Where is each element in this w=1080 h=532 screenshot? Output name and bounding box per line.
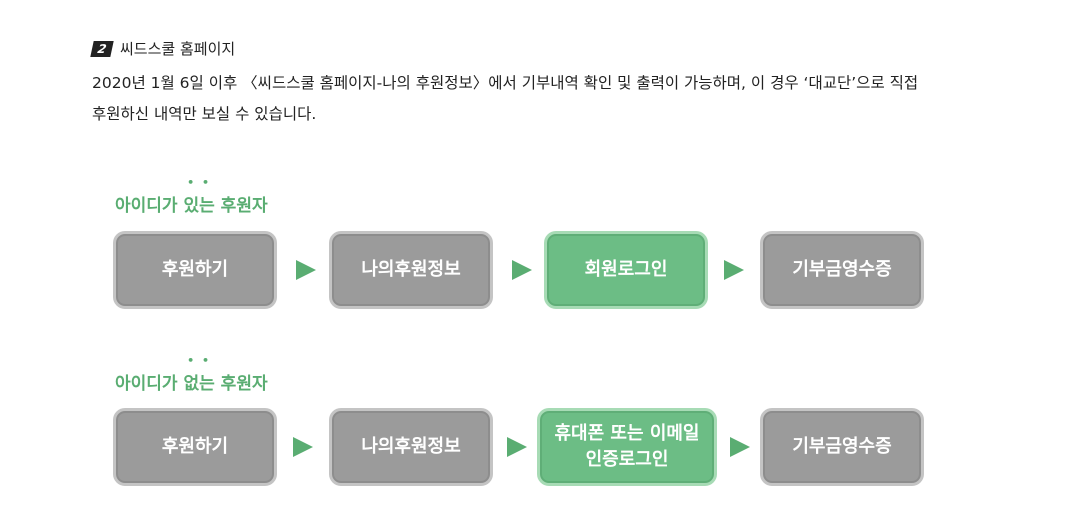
flow-2-step-donate: 후원하기 — [113, 408, 277, 486]
flow-2-arrow-1-icon — [293, 437, 313, 457]
flow-1-label-pre: 아이디가 — [115, 196, 184, 216]
description-line-2: 후원하신 내역만 보실 수 있습니다. — [92, 105, 317, 123]
section-description: 2020년 1월 6일 이후 〈씨드스쿨 홈페이지-나의 후원정보〉에서 기부내… — [92, 68, 1022, 130]
flow-1-step-donate: 후원하기 — [113, 231, 277, 309]
flow-2-label-emphasis: 없는 — [183, 369, 214, 394]
flow-1-arrow-3-icon — [724, 260, 744, 280]
flow-2-step-auth-login: 휴대폰 또는 이메일 인증로그인 — [537, 408, 717, 486]
flow-1-step-4-label: 기부금영수증 — [792, 259, 892, 280]
flow-1-step-2-label: 나의후원정보 — [361, 259, 461, 280]
flow-2-label: 아이디가 없는 후원자 — [115, 369, 268, 394]
flow-2-step-2-label: 나의후원정보 — [361, 436, 461, 457]
flow-1-step-my-info: 나의후원정보 — [329, 231, 493, 309]
flow-1-step-1-label: 후원하기 — [161, 259, 229, 280]
flow-1-step-member-login: 회원로그인 — [544, 231, 708, 309]
flow-1-label: 아이디가 있는 후원자 — [115, 191, 268, 216]
flow-2-step-1-label: 후원하기 — [161, 436, 229, 457]
flow-2-step-receipt: 기부금영수증 — [760, 408, 924, 486]
flow-1-arrow-2-icon — [512, 260, 532, 280]
flow-1-step-receipt: 기부금영수증 — [760, 231, 924, 309]
flow-2-step-my-info: 나의후원정보 — [329, 408, 493, 486]
flow-2-step-4-label: 기부금영수증 — [792, 436, 892, 457]
flow-2-arrow-3-icon — [730, 437, 750, 457]
section-heading: 2 씨드스쿨 홈페이지 — [90, 38, 236, 59]
flow-1-arrow-1-icon — [296, 260, 316, 280]
flow-2-step-3-label-line-1: 휴대폰 또는 이메일 — [554, 423, 700, 444]
flow-2-label-post: 후원자 — [214, 374, 268, 394]
description-line-1: 2020년 1월 6일 이후 〈씨드스쿨 홈페이지-나의 후원정보〉에서 기부내… — [92, 74, 919, 92]
flow-1-label-post: 후원자 — [214, 196, 268, 216]
flow-2-arrow-2-icon — [507, 437, 527, 457]
flow-1-step-3-label: 회원로그인 — [584, 259, 668, 280]
flow-2-label-pre: 아이디가 — [115, 374, 184, 394]
section-title: 씨드스쿨 홈페이지 — [120, 40, 236, 58]
section-number-badge: 2 — [90, 40, 114, 57]
flow-2-step-3-label-line-2: 인증로그인 — [585, 449, 669, 470]
flow-1-label-emphasis: 있는 — [183, 191, 214, 216]
